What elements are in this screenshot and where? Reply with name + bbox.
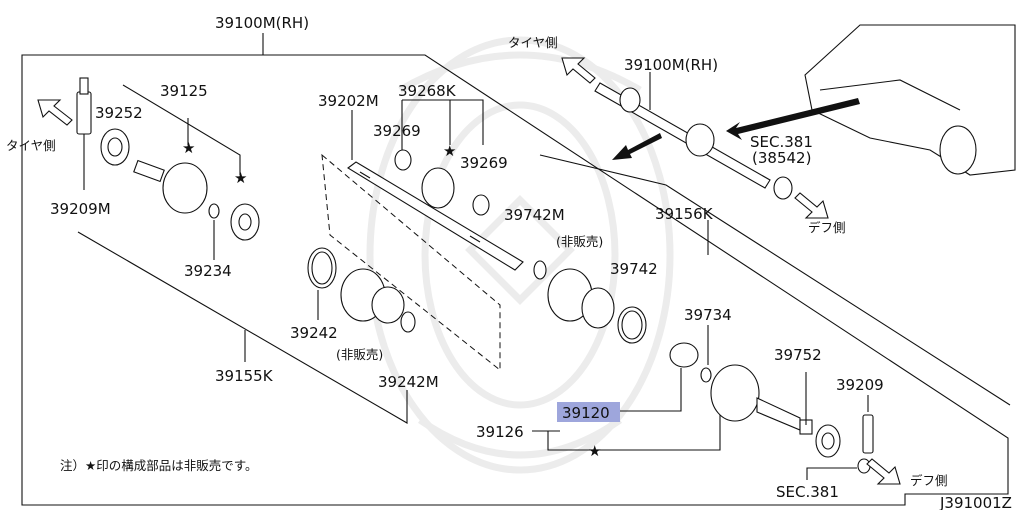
label-39252[interactable]: 39252 — [95, 104, 143, 122]
part-39126-housing[interactable] — [710, 364, 813, 435]
highlight-39120 — [557, 402, 620, 422]
part-39268k-damper[interactable] — [421, 167, 455, 209]
label-39126[interactable]: 39126 — [476, 423, 524, 441]
star-mark-1: ★ — [182, 139, 195, 157]
part-snap-ring[interactable] — [857, 458, 871, 474]
car-illustration — [804, 24, 1016, 176]
label-39269-b[interactable]: 39269 — [460, 154, 508, 172]
label-not-sold-1: (非販売) — [556, 234, 603, 249]
part-39734-circlip[interactable] — [700, 367, 712, 383]
part-39234-circlip[interactable] — [208, 203, 220, 219]
label-39120[interactable]: 39120 — [562, 404, 610, 422]
part-39120-spider[interactable] — [669, 342, 699, 368]
part-39252-washer[interactable] — [100, 128, 130, 166]
star-mark-3: ★ — [443, 142, 456, 160]
tire-side-arrow-top — [561, 57, 596, 84]
label-39209m[interactable]: 39209M — [50, 200, 111, 218]
tire-side-arrow-left — [37, 99, 73, 126]
inset-driveshaft[interactable] — [594, 82, 793, 200]
label-tire-side-top: タイヤ側 — [508, 35, 558, 50]
label-39752[interactable]: 39752 — [774, 346, 822, 364]
group-39155k-bracket — [77, 231, 408, 424]
star-mark-4: ★ — [588, 442, 601, 460]
label-39242[interactable]: 39242 — [290, 324, 338, 342]
label-39156k[interactable]: 39156K — [655, 205, 714, 223]
label-39742m[interactable]: 39742M — [504, 206, 565, 224]
label-not-sold-2: (非販売) — [336, 347, 383, 362]
label-39734[interactable]: 39734 — [684, 306, 732, 324]
part-39242-band[interactable] — [307, 247, 337, 289]
part-39242m-band[interactable] — [400, 311, 416, 333]
part-39202m-shaft[interactable] — [347, 161, 524, 271]
part-39269-washer-a[interactable] — [394, 149, 412, 171]
diff-side-arrow-inset — [794, 192, 829, 219]
label-39242m[interactable]: 39242M — [378, 373, 439, 391]
part-boot-outer[interactable] — [547, 268, 615, 329]
label-diff-side-bottom: デフ側 — [910, 473, 948, 488]
label-sec-381-bottom[interactable]: SEC.381 — [776, 483, 839, 501]
label-39742[interactable]: 39742 — [610, 260, 658, 278]
label-assembly-rh-inset[interactable]: 39100M(RH) — [624, 56, 718, 74]
arrow-to-diagram — [612, 133, 662, 160]
part-39742m-band[interactable] — [533, 260, 547, 280]
part-39209m-shaft[interactable] — [76, 77, 92, 190]
part-boot-inner[interactable] — [340, 268, 405, 324]
label-39125[interactable]: 39125 — [160, 82, 208, 100]
label-sec-381-inset[interactable]: SEC.381 — [750, 133, 813, 151]
leader-39125 — [122, 84, 241, 175]
group-39156k-bracket — [539, 154, 1011, 406]
leader-sec381-bottom — [806, 467, 857, 480]
dashed-kit-box-1 — [321, 153, 501, 372]
label-39234[interactable]: 39234 — [184, 262, 232, 280]
label-tire-side-left: タイヤ側 — [6, 138, 56, 153]
arrow-to-car — [726, 98, 860, 140]
label-39155k[interactable]: 39155K — [215, 367, 274, 385]
watermark-emblem — [366, 36, 674, 474]
diagram-id: J391001Z — [939, 494, 1012, 510]
label-diff-side-inset: デフ側 — [808, 220, 846, 235]
assembly-outline — [21, 33, 1009, 506]
part-39269-washer-b[interactable] — [472, 194, 490, 216]
label-39269-a[interactable]: 39269 — [373, 122, 421, 140]
label-sec-38542[interactable]: (38542) — [752, 149, 811, 167]
leader-39268k-b — [402, 99, 484, 145]
leader-39120 — [620, 368, 682, 412]
label-39268k[interactable]: 39268K — [398, 82, 457, 100]
label-assembly-rh-top[interactable]: 39100M(RH) — [215, 14, 309, 32]
star-mark-2: ★ — [234, 169, 247, 187]
part-39125-outer-joint[interactable] — [133, 159, 260, 241]
label-39209[interactable]: 39209 — [836, 376, 884, 394]
label-39202m[interactable]: 39202M — [318, 92, 379, 110]
leader-39126-bracket — [547, 415, 721, 451]
part-39752-seal[interactable] — [815, 424, 841, 458]
footnote: 注）★印の構成部品は非販売です。 — [60, 458, 257, 473]
part-39209-bolt[interactable] — [862, 414, 874, 454]
diff-side-arrow-bottom — [866, 458, 901, 485]
part-39742-band[interactable] — [617, 306, 647, 344]
